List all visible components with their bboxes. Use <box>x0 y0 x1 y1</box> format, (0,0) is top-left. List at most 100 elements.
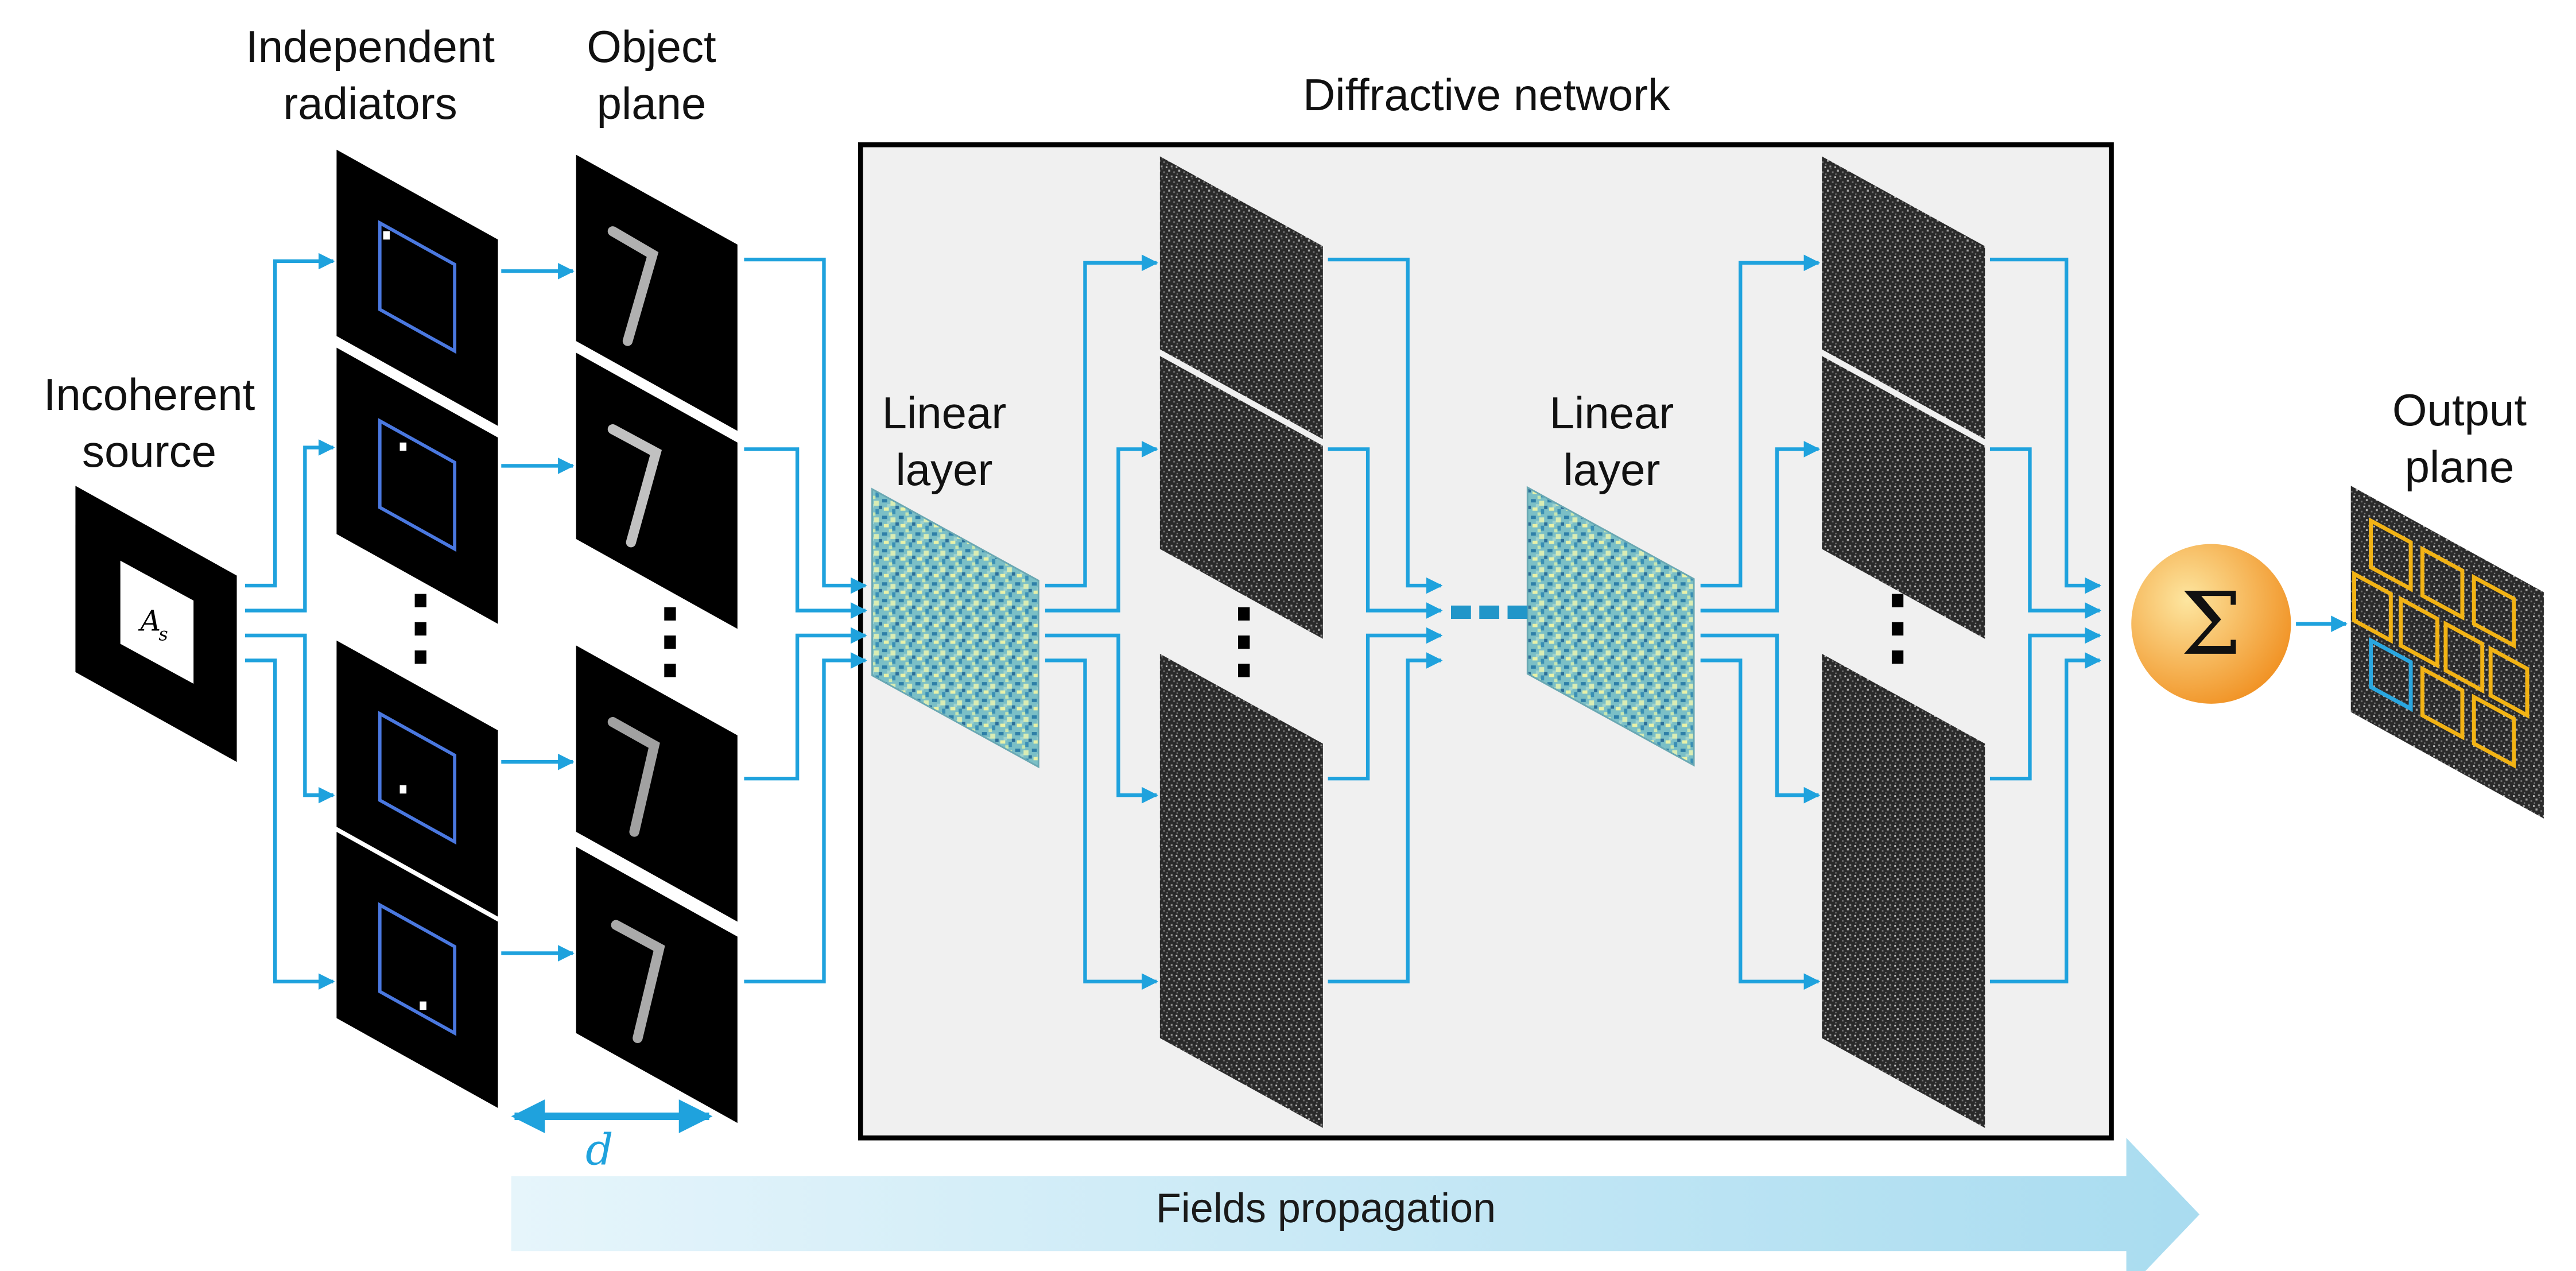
independent-radiators-label: Independent radiators <box>227 18 514 132</box>
vertical-ellipsis-icon <box>1238 607 1250 677</box>
linear-layer-2-label: Linear layer <box>1508 385 1715 498</box>
output-detector-grid <box>2352 517 2530 769</box>
output-detector <box>2472 693 2516 769</box>
radiator-box-outline <box>378 418 457 552</box>
source-to-radiator-3-arrow <box>245 633 335 804</box>
source-aperture <box>120 560 194 684</box>
output-plane-label-line-2: plane <box>2404 441 2515 493</box>
radiator-point-source <box>399 785 407 794</box>
diffraction-panels-group-2 <box>1822 156 1985 1128</box>
object-plane-panel-1 <box>576 154 738 431</box>
incoherent-source-label-line-1: Incoherent <box>43 369 255 420</box>
vertical-ellipsis-icon <box>664 607 676 677</box>
radiator-box-outline <box>378 220 457 354</box>
layer1-to-panel-3-arrow <box>1045 633 1158 804</box>
incoherent-source-label-line-2: source <box>82 426 217 477</box>
object-plane-label-line-2: plane <box>596 78 707 129</box>
fields-propagation-label: Fields propagation <box>1068 1183 1584 1235</box>
object-plane-panels <box>576 154 738 1123</box>
panel3-to-next-arrow <box>1328 627 1443 781</box>
radiator-point-source <box>383 231 390 240</box>
output-detector <box>2352 570 2393 644</box>
radiator-point-source <box>420 1001 426 1010</box>
output-detector <box>2420 545 2465 621</box>
linear-layer-1-label-line-1: Linear <box>882 388 1007 438</box>
layer1-to-panel-4-arrow <box>1045 658 1158 990</box>
distance-symbol: d <box>585 1125 613 1175</box>
source-symbol: A <box>138 604 161 637</box>
fields-propagation-text: Fields propagation <box>1155 1185 1496 1231</box>
incoherent-source-panel <box>75 486 237 762</box>
diffraction-panels-group-1 <box>1159 156 1323 1128</box>
output-detector <box>2369 517 2413 592</box>
digit-seven-shape <box>607 226 659 346</box>
diffraction-panel <box>1822 653 1985 937</box>
sigma-sum-icon: Σ <box>2131 544 2291 704</box>
incoherent-source-label: Incoherent source <box>11 366 287 480</box>
independent-radiators-label-line-2: radiators <box>283 78 457 129</box>
layer1-to-panel-2-arrow <box>1045 441 1158 613</box>
radiator-panels <box>336 149 498 1109</box>
output-detector <box>2488 645 2530 719</box>
panel2-2-to-sum-arrow <box>1989 447 2102 619</box>
source-to-radiator-1-arrow <box>245 253 335 588</box>
layer2-to-panel-3-arrow <box>1700 633 1821 804</box>
output-detector <box>2443 620 2485 694</box>
diffraction-panel <box>1822 156 1985 440</box>
output-detector <box>2399 595 2439 669</box>
object-plane-panel-4 <box>576 847 738 1123</box>
object-plane-label-line-1: Object <box>587 21 716 72</box>
output-plane-label: Output plane <box>2362 382 2557 495</box>
object-to-layer-1-arrow <box>744 257 867 594</box>
panel2-1-to-sum-arrow <box>1989 257 2102 594</box>
radiator-box-outline <box>378 902 457 1036</box>
horizontal-ellipsis-icon <box>1450 605 1528 619</box>
output-detector <box>2420 665 2465 741</box>
output-detector <box>2472 574 2516 649</box>
sum-symbol: Σ <box>2181 574 2242 675</box>
object-to-layer-2-arrow <box>744 447 867 619</box>
diffraction-panel <box>1159 156 1323 440</box>
radiator-panel-3 <box>336 640 498 917</box>
independent-radiators-label-line-1: Independent <box>246 21 495 72</box>
diffraction-panel <box>1159 845 1323 1128</box>
diffraction-panel <box>1159 356 1323 639</box>
digit-seven-shape <box>607 716 660 837</box>
linear-layer-1-label-line-2: layer <box>895 444 993 495</box>
linear-layer-2-label-line-2: layer <box>1563 444 1661 495</box>
diffraction-panel <box>1159 653 1323 937</box>
panel2-4-to-sum-arrow <box>1989 652 2102 983</box>
source-subscript: s <box>158 623 168 645</box>
object-to-layer-3-arrow <box>744 627 867 781</box>
linear-layer-1-mask <box>871 487 1039 769</box>
layer2-to-panel-1-arrow <box>1700 254 1821 588</box>
panel2-to-next-arrow <box>1328 447 1443 619</box>
panel1-to-next-arrow <box>1328 257 1443 594</box>
linear-layer-2-label-line-1: Linear <box>1549 388 1674 438</box>
diffraction-panel <box>1822 845 1985 1128</box>
output-plane-label-line-1: Output <box>2392 385 2527 435</box>
digit-seven-shape <box>607 424 662 548</box>
radiator-panel-2 <box>336 347 498 624</box>
layer2-to-panel-2-arrow <box>1700 441 1821 613</box>
layer1-to-panel-1-arrow <box>1045 254 1158 588</box>
connection-arrows <box>245 253 2348 1133</box>
vertical-ellipsis-icon <box>1891 594 1904 664</box>
diagram-title: Diffractive network <box>1263 67 1710 123</box>
fields-propagation-arrow <box>511 1138 2200 1271</box>
panel4-to-next-arrow <box>1328 652 1443 983</box>
object-plane-panel-2 <box>576 352 738 629</box>
radiator-box-outline <box>378 711 457 845</box>
radiator-panel-1 <box>336 149 498 426</box>
radiator-panel-4 <box>336 831 498 1109</box>
panel2-3-to-sum-arrow <box>1989 627 2102 781</box>
output-plane-panel <box>2350 486 2544 819</box>
diagram-title-text: Diffractive network <box>1302 69 1671 120</box>
linear-layer-1-label: Linear layer <box>841 385 1048 498</box>
object-plane-label: Object plane <box>551 18 752 132</box>
source-to-radiator-2-arrow <box>245 439 335 613</box>
digit-seven-shape <box>611 920 665 1043</box>
vertical-ellipsis-icon <box>414 594 426 664</box>
